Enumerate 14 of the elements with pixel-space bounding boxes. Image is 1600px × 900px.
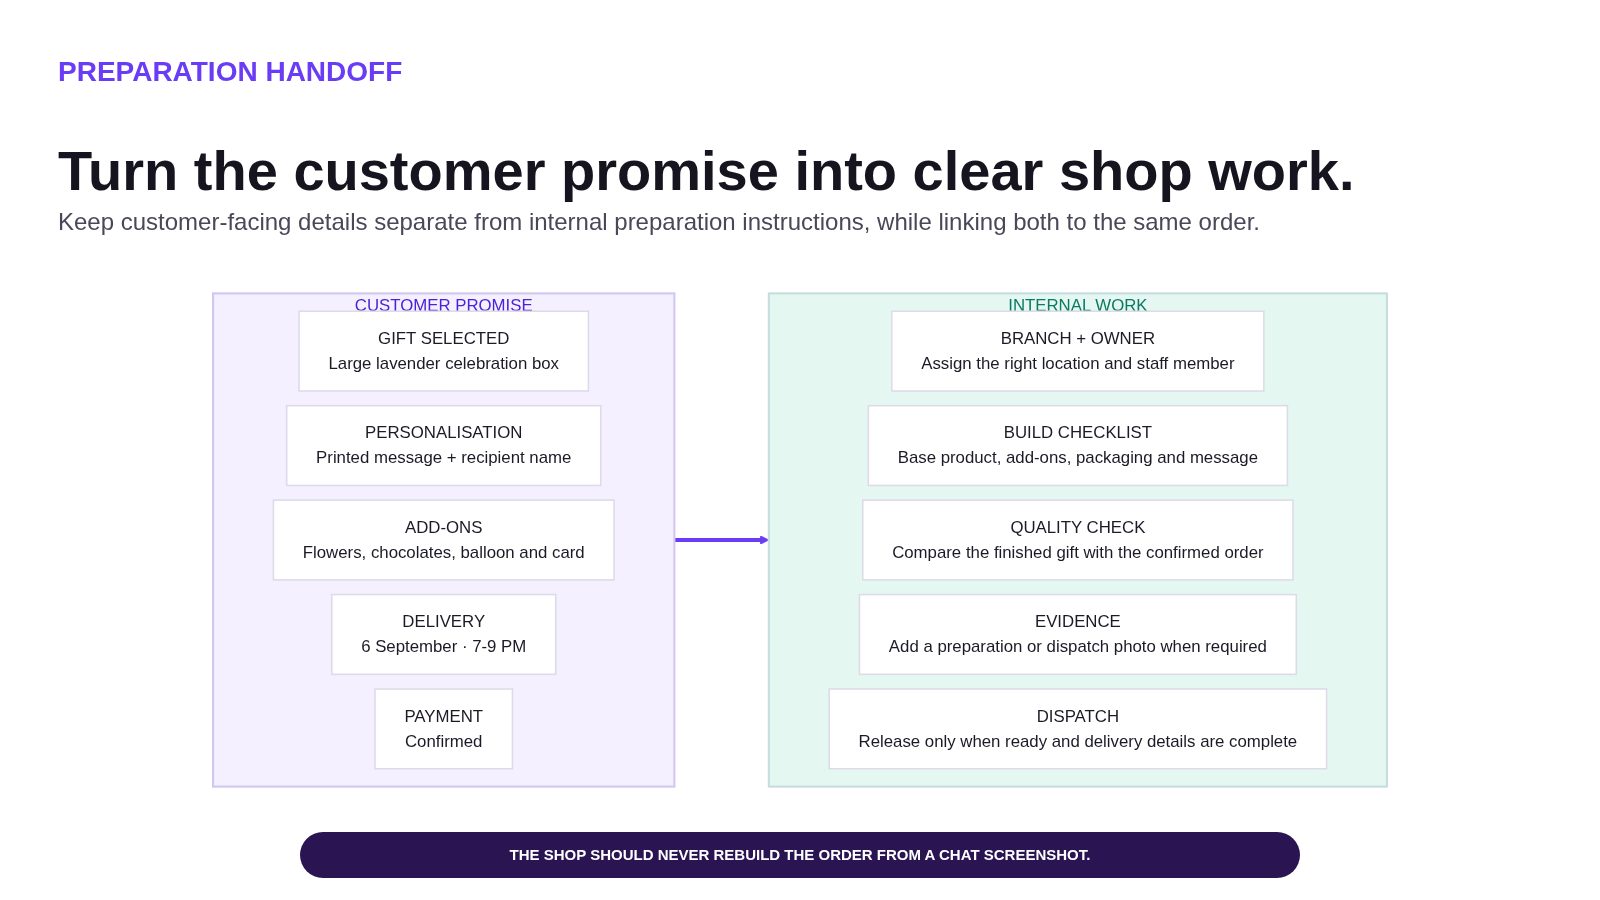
node-box: GIFT SELECTED Large lavender celebration box xyxy=(298,310,590,392)
node-box: ADD-ONS Flowers, chocolates, balloon and card xyxy=(272,499,615,581)
node-box: QUALITY CHECK Compare the finished gift with the confirmed order xyxy=(862,499,1294,581)
title: Turn the customer promise into clear shop work. xyxy=(58,138,1355,203)
node-box: PERSONALISATION Printed message + recipient name xyxy=(285,404,602,487)
node-box: PAYMENT Confirmed xyxy=(374,688,514,770)
node-box: DELIVERY 6 September · 7-9 PM xyxy=(330,593,557,676)
header-label: PREPARATION HANDOFF xyxy=(58,56,403,88)
node-box: DISPATCH Release only when ready and delivery details are complete xyxy=(828,688,1328,770)
note-banner: THE SHOP SHOULD NEVER REBUILD THE ORDER FROM A CHAT SCREENSHOT. xyxy=(300,832,1300,878)
node-box: BUILD CHECKLIST Base product, add-ons, packaging and message xyxy=(867,404,1289,487)
subtitle: Keep customer-facing details separate from internal preparation instructions, while linking both to the same order. xyxy=(58,208,1260,236)
node-box: BRANCH + OWNER Assign the right location and staff member xyxy=(891,310,1265,392)
node-box: EVIDENCE Add a preparation or dispatch photo when required xyxy=(858,593,1298,676)
